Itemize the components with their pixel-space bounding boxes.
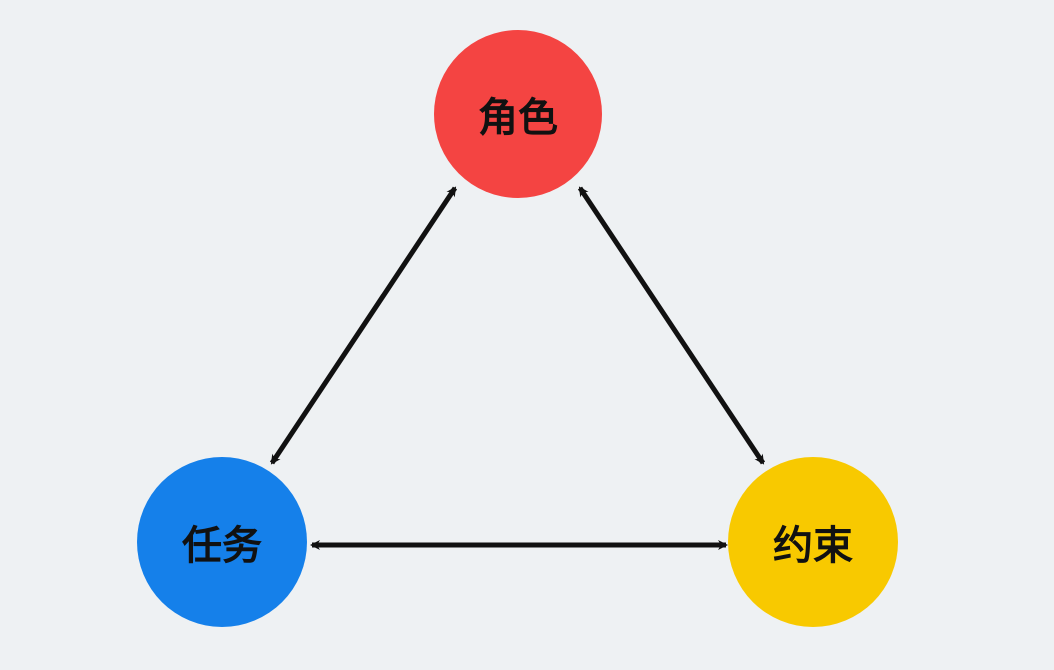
arrow-role-constraint: [577, 186, 766, 465]
node-constraint-label: 约束: [773, 523, 853, 569]
node-task: 任务: [137, 457, 307, 627]
node-task-label: 任务: [182, 523, 262, 569]
node-role: 角色: [434, 30, 602, 198]
node-role-label: 角色: [478, 95, 558, 141]
node-constraint: 约束: [728, 457, 898, 627]
arrow-role-task: [269, 186, 458, 465]
